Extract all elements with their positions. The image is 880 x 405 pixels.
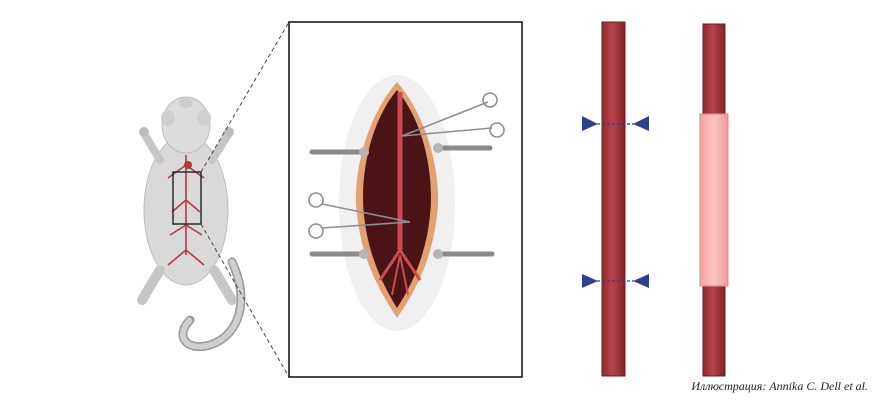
aorta-vessel (702, 284, 726, 377)
retractor-icon (309, 145, 495, 257)
inset-region (172, 171, 202, 225)
incision-cavity (363, 90, 431, 308)
aorta-vessel (702, 23, 726, 117)
aorta-vessel (601, 21, 626, 377)
rat-icon (137, 96, 246, 351)
vascular-graft (699, 113, 729, 287)
hemostat-clamp-icon (308, 192, 411, 239)
illustration-credit: Иллюстрация: Annika C. Dell et al. (691, 379, 868, 393)
ligated-vessel (582, 21, 649, 377)
zoom-panel (288, 21, 523, 378)
triangle-marker-icon (582, 274, 649, 288)
zoom-lines (200, 21, 290, 378)
grafted-vessel (699, 23, 729, 377)
hemostat-clamp-icon (401, 92, 505, 138)
triangle-marker-icon (582, 116, 649, 131)
aorta-vessel (378, 92, 422, 296)
